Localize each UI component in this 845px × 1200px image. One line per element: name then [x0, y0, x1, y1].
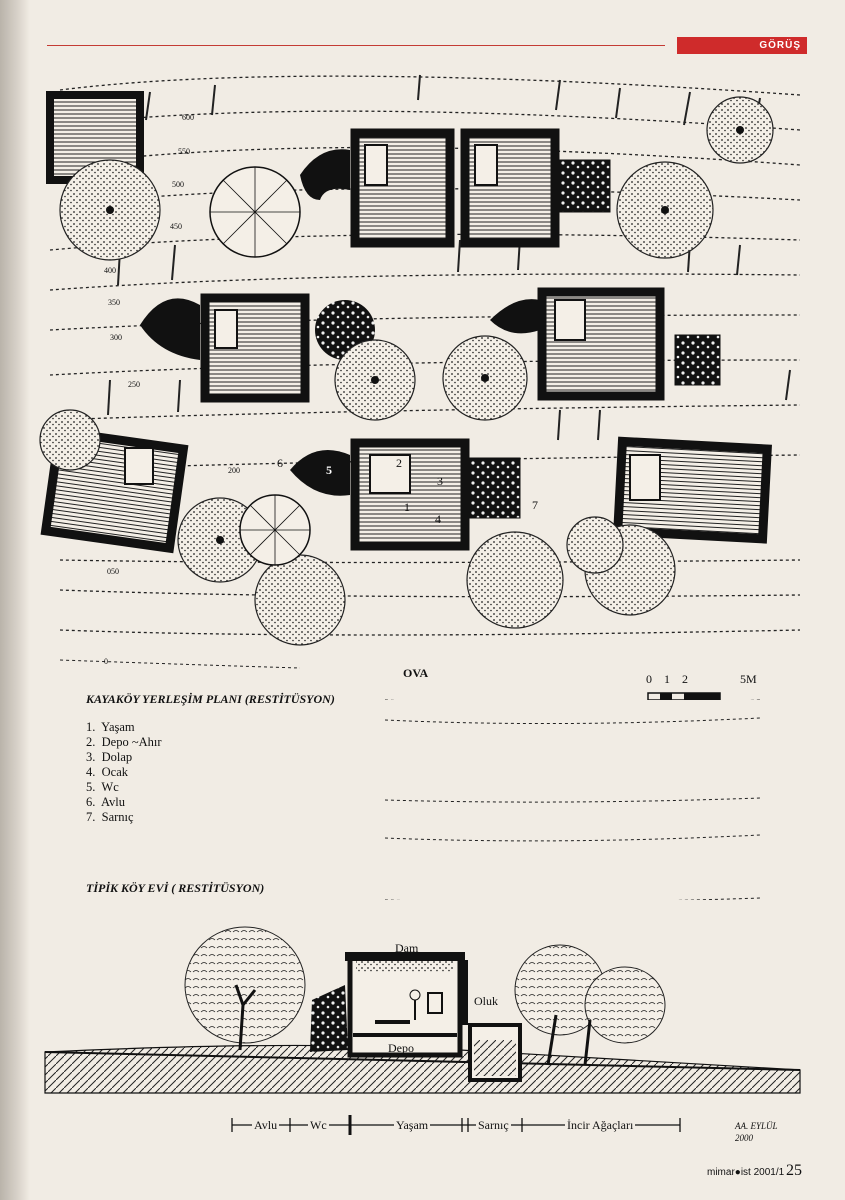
legend-item: 6. Avlu — [86, 795, 126, 809]
section-tag: GÖRÜŞ — [677, 37, 807, 54]
magazine-footer: mimar●ist 2001/1 — [707, 1167, 785, 1178]
room-number-6: 6 — [277, 456, 283, 470]
scale-end-label: 5M — [740, 672, 757, 686]
scale-tick-0: 0 — [646, 672, 652, 686]
site-plan-title: KAYAKÖY YERLEŞİM PLANI (RESTİTÜSYON) — [86, 692, 335, 706]
contour-0: 0 — [104, 657, 108, 666]
scale-tick-2: 2 — [682, 672, 688, 686]
plain-label: OVA — [403, 666, 429, 680]
tree-canopies — [39, 96, 774, 646]
section-title: TİPİK KÖY EVİ ( RESTİTÜSYON) — [86, 881, 265, 895]
page-number: 25 — [786, 1162, 802, 1179]
page-gutter-shadow — [0, 0, 30, 1200]
terrace-walls — [107, 74, 791, 441]
scale-bar — [647, 692, 721, 700]
label-yasam: Yaşam — [394, 1118, 431, 1133]
tree-trunks — [106, 126, 744, 544]
label-wc: Wc — [308, 1118, 329, 1133]
scale-tick-1: 1 — [664, 672, 670, 686]
contour-500: 500 — [172, 180, 184, 189]
room-number-2: 2 — [396, 456, 402, 470]
legend-item: 1. Yaşam — [86, 720, 135, 734]
contour-550: 550 — [178, 147, 190, 156]
label-oluk: Oluk — [474, 994, 498, 1008]
contour-450: 450 — [170, 222, 182, 231]
header-rule — [47, 45, 665, 46]
contour-200: 200 — [228, 466, 240, 475]
radial-tree-spokes — [210, 167, 310, 565]
room-number-7: 7 — [532, 498, 538, 512]
houses — [40, 91, 772, 554]
label-avlu: Avlu — [252, 1118, 280, 1133]
label-depo: Depo — [388, 1041, 414, 1055]
legend-item: 4. Ocak — [86, 765, 128, 779]
room-number-4: 4 — [435, 512, 441, 526]
room-number-1: 1 — [404, 500, 410, 514]
room-number-5: 5 — [326, 463, 332, 477]
contour-050: 050 — [107, 567, 119, 576]
legend-item: 7. Sarnıç — [86, 810, 134, 824]
contour-300: 300 — [110, 333, 122, 342]
legend-item: 2. Depo ~Ahır — [86, 735, 162, 749]
site-plan-drawing — [39, 74, 801, 700]
room-number-3: 3 — [437, 474, 443, 488]
interior-partitions — [124, 144, 661, 501]
legend-item: 3. Dolap — [86, 750, 133, 764]
signature: AA. EYLÜL 2000 — [735, 1121, 778, 1143]
contour-400: 400 — [104, 266, 116, 275]
contour-250: 250 — [128, 380, 140, 389]
label-dam: Dam — [395, 941, 419, 955]
legend-item: 5. Wc — [86, 780, 119, 794]
label-incir: İncir Ağaçları — [565, 1118, 636, 1133]
contour-600: 600 — [182, 113, 194, 122]
legend-dashed-lines — [384, 717, 761, 900]
contour-350: 350 — [108, 298, 120, 307]
legend: 1. Yaşam 2. Depo ~Ahır 3. Dolap 4. Ocak … — [86, 720, 162, 825]
label-sarnic: Sarnıç — [476, 1118, 511, 1133]
courtyard-walls — [140, 149, 540, 496]
